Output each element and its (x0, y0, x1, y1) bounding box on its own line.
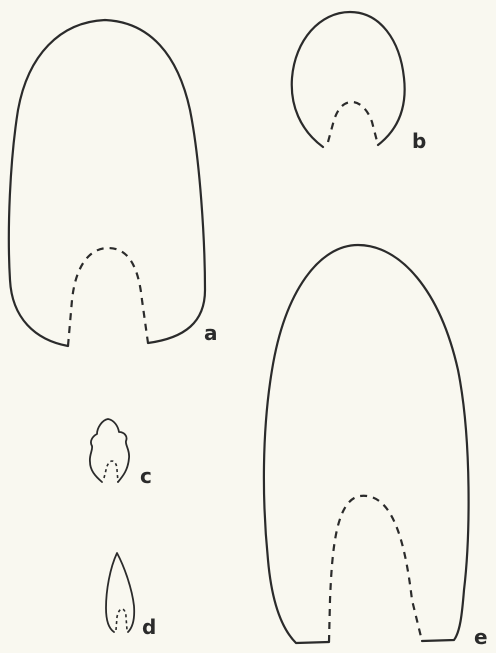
outline-a-inner-arch (68, 248, 148, 346)
outline-d: d (106, 553, 156, 639)
outline-e: e (264, 245, 488, 649)
label-c: c (140, 464, 152, 488)
outline-e-contour (264, 245, 469, 643)
outline-e-inner-arch (329, 496, 422, 642)
outline-c-contour (90, 419, 129, 482)
label-e: e (474, 625, 488, 649)
outline-d-contour (106, 553, 134, 632)
label-b: b (412, 129, 426, 153)
outline-c: c (90, 419, 152, 488)
label-a: a (204, 321, 218, 345)
outline-c-inner-arch (104, 461, 118, 482)
outline-b-inner-arch (328, 102, 378, 145)
outline-b-contour (292, 12, 405, 147)
outline-a-contour (9, 20, 205, 346)
outline-a: a (9, 20, 218, 346)
label-d: d (142, 615, 156, 639)
outline-d-inner-arch (116, 609, 127, 630)
outline-b: b (292, 12, 427, 153)
